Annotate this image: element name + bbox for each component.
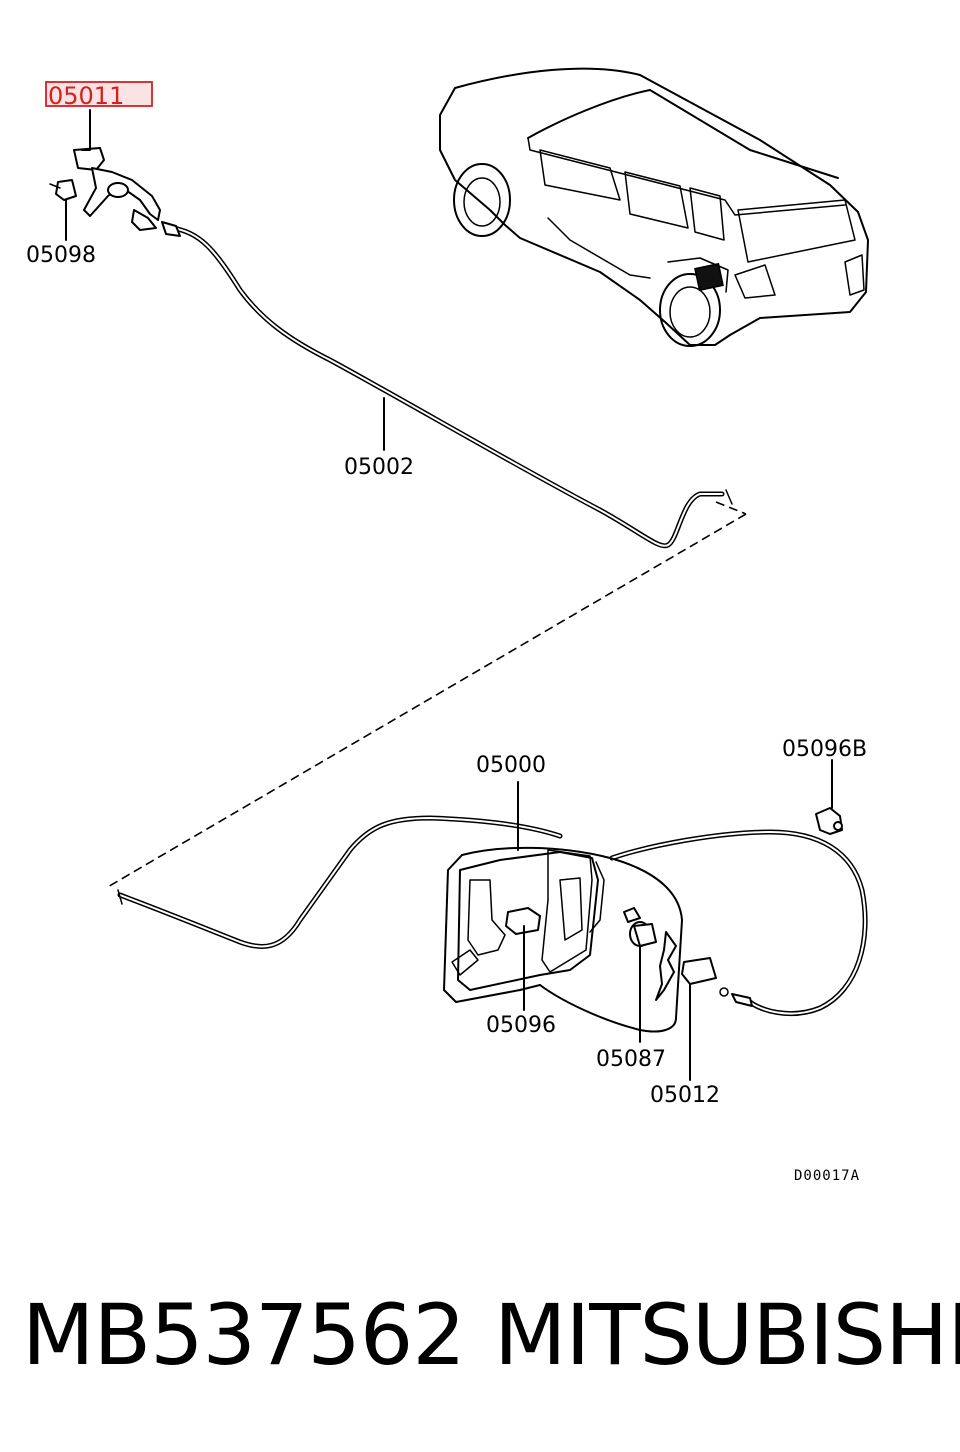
part-number: MB537562 bbox=[22, 1286, 466, 1384]
callout-05096[interactable]: 05096 bbox=[486, 1013, 556, 1038]
callout-05011[interactable]: 05011 bbox=[48, 82, 124, 110]
dashed-connector bbox=[105, 489, 747, 889]
callout-05096b[interactable]: 05096B bbox=[782, 737, 867, 762]
footer: MB537562 MITSUBISHI bbox=[0, 1270, 960, 1400]
callout-05098[interactable]: 05098 bbox=[26, 243, 96, 268]
callout-highlight-box bbox=[45, 81, 153, 107]
clip-05096b bbox=[815, 807, 843, 835]
brand-name: MITSUBISHI bbox=[494, 1286, 960, 1384]
diagram-code: D00017A bbox=[794, 1168, 860, 1184]
callout-05087[interactable]: 05087 bbox=[596, 1047, 666, 1072]
callout-05002[interactable]: 05002 bbox=[344, 455, 414, 480]
leader-lines bbox=[65, 109, 833, 1081]
lever-assembly bbox=[49, 147, 161, 231]
bumper-05087 bbox=[623, 907, 657, 947]
parts-diagram: 05011 05098 05002 05000 05096B 05096 050… bbox=[26, 67, 869, 1184]
callout-05000[interactable]: 05000 bbox=[476, 753, 546, 778]
latch-05012 bbox=[655, 931, 717, 1001]
car-illustration bbox=[439, 67, 869, 347]
callout-05012[interactable]: 05012 bbox=[650, 1083, 720, 1108]
lower-cable bbox=[117, 815, 868, 1017]
cable-05002 bbox=[161, 221, 725, 549]
fuel-lid-door bbox=[443, 846, 683, 1033]
